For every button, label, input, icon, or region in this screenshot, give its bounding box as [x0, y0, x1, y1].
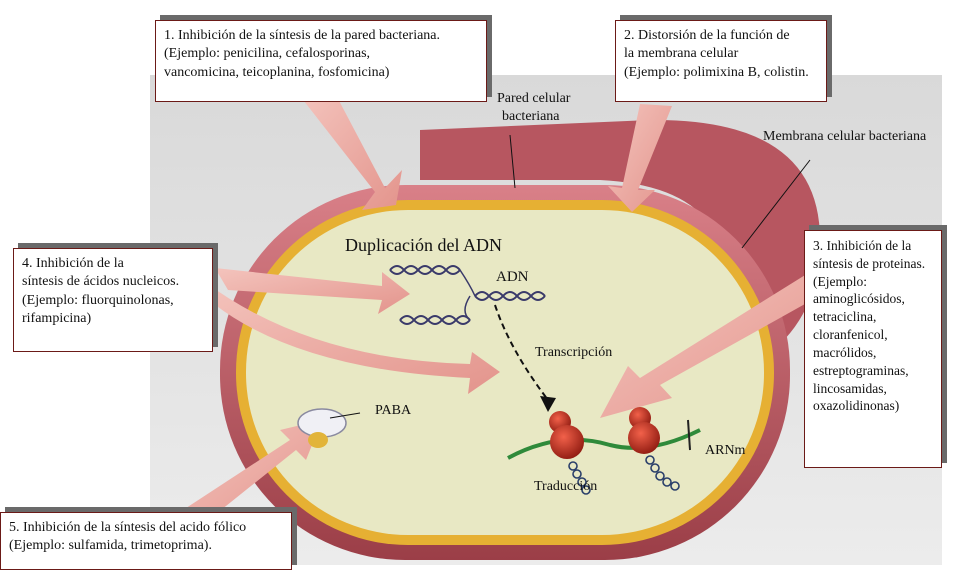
- label-traduccion: Traducción: [534, 478, 597, 496]
- paba-substrate: [308, 432, 328, 448]
- box3-line1: 3. Inhibición de la: [813, 237, 933, 255]
- box1-line3: vancomicina, teicoplanina, fosfomicina): [164, 64, 478, 82]
- box3-line7: macrólidos,: [813, 344, 933, 362]
- box-mechanism-5: 5. Inhibición de la síntesis del acido f…: [0, 512, 292, 570]
- label-transcripcion: Transcripción: [535, 344, 612, 362]
- box4-line4: rifampicina): [22, 310, 204, 328]
- box1-line1: 1. Inhibición de la síntesis de la pared…: [164, 27, 478, 45]
- box5-line1: 5. Inhibición de la síntesis del acido f…: [9, 519, 283, 537]
- box-mechanism-1: 1. Inhibición de la síntesis de la pared…: [155, 20, 487, 102]
- box2-line3: (Ejemplo: polimixina B, colistin.: [624, 64, 818, 82]
- label-pared-line1: Pared celular: [497, 90, 570, 108]
- box-mechanism-4: 4. Inhibición de la síntesis de ácidos n…: [13, 248, 213, 352]
- box4-line2: síntesis de ácidos nucleicos.: [22, 273, 204, 291]
- box3-line10: oxazolidinonas): [813, 397, 933, 415]
- label-duplicacion: Duplicación del ADN: [345, 234, 502, 257]
- box3-line5: tetraciclina,: [813, 308, 933, 326]
- label-pared-line2: bacteriana: [502, 108, 560, 126]
- label-paba: PABA: [375, 402, 411, 420]
- box4-line1: 4. Inhibición de la: [22, 255, 204, 273]
- box2-line1: 2. Distorsión de la función de: [624, 27, 818, 45]
- cytoplasm: [246, 210, 764, 535]
- box2-line2: la membrana celular: [624, 45, 818, 63]
- box3-line3: (Ejemplo:: [813, 273, 933, 291]
- box-mechanism-3: 3. Inhibición de la síntesis de proteina…: [804, 230, 942, 468]
- label-membrana: Membrana celular bacteriana: [763, 128, 926, 146]
- box4-line3: (Ejemplo: fluorquinolonas,: [22, 292, 204, 310]
- box3-line6: cloranfenicol,: [813, 326, 933, 344]
- box3-line9: lincosamidas,: [813, 380, 933, 398]
- label-adn: ADN: [496, 268, 529, 287]
- box1-line2: (Ejemplo: penicilina, cefalosporinas,: [164, 45, 478, 63]
- box3-line2: síntesis de proteinas.: [813, 255, 933, 273]
- box3-line4: aminoglicósidos,: [813, 290, 933, 308]
- label-arnm: ARNm: [705, 442, 745, 460]
- box5-line2: (Ejemplo: sulfamida, trimetoprima).: [9, 537, 283, 555]
- box3-line8: estreptograminas,: [813, 362, 933, 380]
- box-mechanism-2: 2. Distorsión de la función de la membra…: [615, 20, 827, 102]
